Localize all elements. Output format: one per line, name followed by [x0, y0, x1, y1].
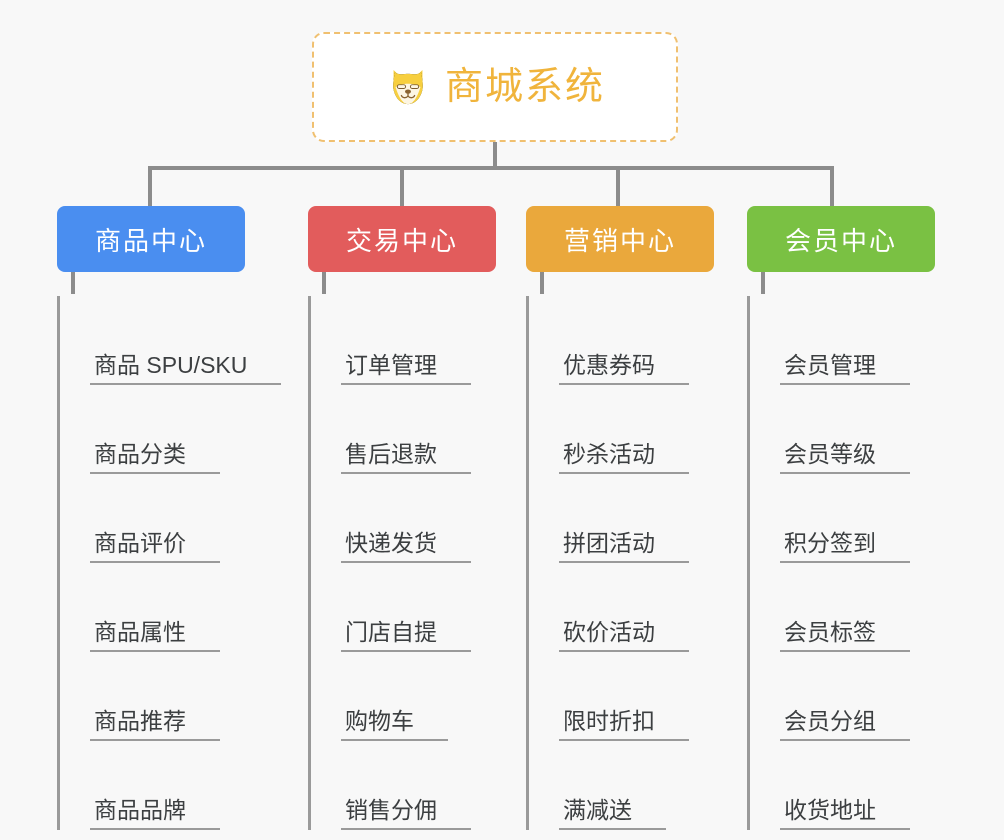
category-box-marketing-center[interactable]: 营销中心 [526, 206, 714, 272]
list-item[interactable]: 积分签到 [764, 474, 935, 563]
list-item[interactable]: 商品评价 [74, 474, 245, 563]
leaf-label: 商品属性 [90, 619, 220, 652]
list-item[interactable]: 限时折扣 [543, 652, 714, 741]
connector-horizontal-bus [148, 166, 834, 170]
leaf-label: 商品推荐 [90, 708, 220, 741]
list-item[interactable]: 满减送 [543, 741, 714, 830]
leaf-label: 商品评价 [90, 530, 220, 563]
leaf-label: 会员等级 [780, 441, 910, 474]
list-item[interactable]: 优惠券码 [543, 296, 714, 385]
list-item[interactable]: 商品品牌 [74, 741, 245, 830]
column-product-center: 商品中心 商品 SPU/SKU 商品分类 商品评价 商品属性 商品推荐 商品品牌 [57, 206, 282, 830]
list-item[interactable]: 拼团活动 [543, 474, 714, 563]
leaf-label: 会员分组 [780, 708, 910, 741]
leaf-label: 秒杀活动 [559, 441, 689, 474]
list-item[interactable]: 订单管理 [325, 296, 496, 385]
column-trade-center: 交易中心 订单管理 售后退款 快递发货 门店自提 购物车 销售分佣 [308, 206, 496, 830]
leaf-label: 快递发货 [341, 530, 471, 563]
list-item[interactable]: 购物车 [325, 652, 496, 741]
leaf-label: 会员标签 [780, 619, 910, 652]
connector-stub-2 [322, 272, 326, 294]
leaf-label: 订单管理 [341, 352, 471, 385]
leaf-list-product-center: 商品 SPU/SKU 商品分类 商品评价 商品属性 商品推荐 商品品牌 [57, 296, 282, 830]
column-member-center: 会员中心 会员管理 会员等级 积分签到 会员标签 会员分组 收货地址 [747, 206, 935, 830]
category-box-product-center[interactable]: 商品中心 [57, 206, 245, 272]
list-item[interactable]: 门店自提 [325, 563, 496, 652]
leaf-label: 商品 SPU/SKU [90, 352, 282, 385]
list-item[interactable]: 砍价活动 [543, 563, 714, 652]
leaf-label: 满减送 [559, 797, 666, 830]
leaf-label: 购物车 [341, 708, 448, 741]
list-item[interactable]: 商品推荐 [74, 652, 245, 741]
category-box-trade-center[interactable]: 交易中心 [308, 206, 496, 272]
leaf-list-member-center: 会员管理 会员等级 积分签到 会员标签 会员分组 收货地址 [747, 296, 935, 830]
list-item[interactable]: 会员标签 [764, 563, 935, 652]
leaf-label: 拼团活动 [559, 530, 689, 563]
connector-stub-3 [540, 272, 544, 294]
list-item[interactable]: 商品属性 [74, 563, 245, 652]
connector-drop-2 [400, 166, 404, 208]
list-item[interactable]: 快递发货 [325, 474, 496, 563]
connector-stub-1 [71, 272, 75, 294]
column-marketing-center: 营销中心 优惠券码 秒杀活动 拼团活动 砍价活动 限时折扣 满减送 [526, 206, 714, 830]
root-node[interactable]: 商城系统 [312, 32, 678, 142]
leaf-list-marketing-center: 优惠券码 秒杀活动 拼团活动 砍价活动 限时折扣 满减送 [526, 296, 714, 830]
list-item[interactable]: 售后退款 [325, 385, 496, 474]
list-item[interactable]: 会员分组 [764, 652, 935, 741]
list-item[interactable]: 会员等级 [764, 385, 935, 474]
connector-drop-3 [616, 166, 620, 208]
connector-stub-4 [761, 272, 765, 294]
leaf-label: 砍价活动 [559, 619, 689, 652]
connector-drop-4 [830, 166, 834, 208]
list-item[interactable]: 秒杀活动 [543, 385, 714, 474]
connector-drop-1 [148, 166, 152, 208]
leaf-label: 商品品牌 [90, 797, 220, 830]
list-item[interactable]: 会员管理 [764, 296, 935, 385]
leaf-label: 限时折扣 [559, 708, 689, 741]
leaf-label: 门店自提 [341, 619, 471, 652]
root-title: 商城系统 [444, 66, 605, 108]
list-item[interactable]: 销售分佣 [325, 741, 496, 830]
leaf-label: 商品分类 [90, 441, 220, 474]
leaf-label: 会员管理 [780, 352, 910, 385]
list-item[interactable]: 收货地址 [764, 741, 935, 830]
leaf-list-trade-center: 订单管理 售后退款 快递发货 门店自提 购物车 销售分佣 [308, 296, 496, 830]
leaf-label: 销售分佣 [341, 797, 471, 830]
shiba-dog-face-icon [393, 69, 423, 105]
leaf-label: 积分签到 [780, 530, 910, 563]
category-box-member-center[interactable]: 会员中心 [747, 206, 935, 272]
list-item[interactable]: 商品 SPU/SKU [74, 296, 282, 385]
leaf-label: 售后退款 [341, 441, 471, 474]
connector-root-vertical [493, 142, 497, 170]
leaf-label: 优惠券码 [559, 352, 689, 385]
leaf-label: 收货地址 [780, 797, 910, 830]
list-item[interactable]: 商品分类 [74, 385, 245, 474]
